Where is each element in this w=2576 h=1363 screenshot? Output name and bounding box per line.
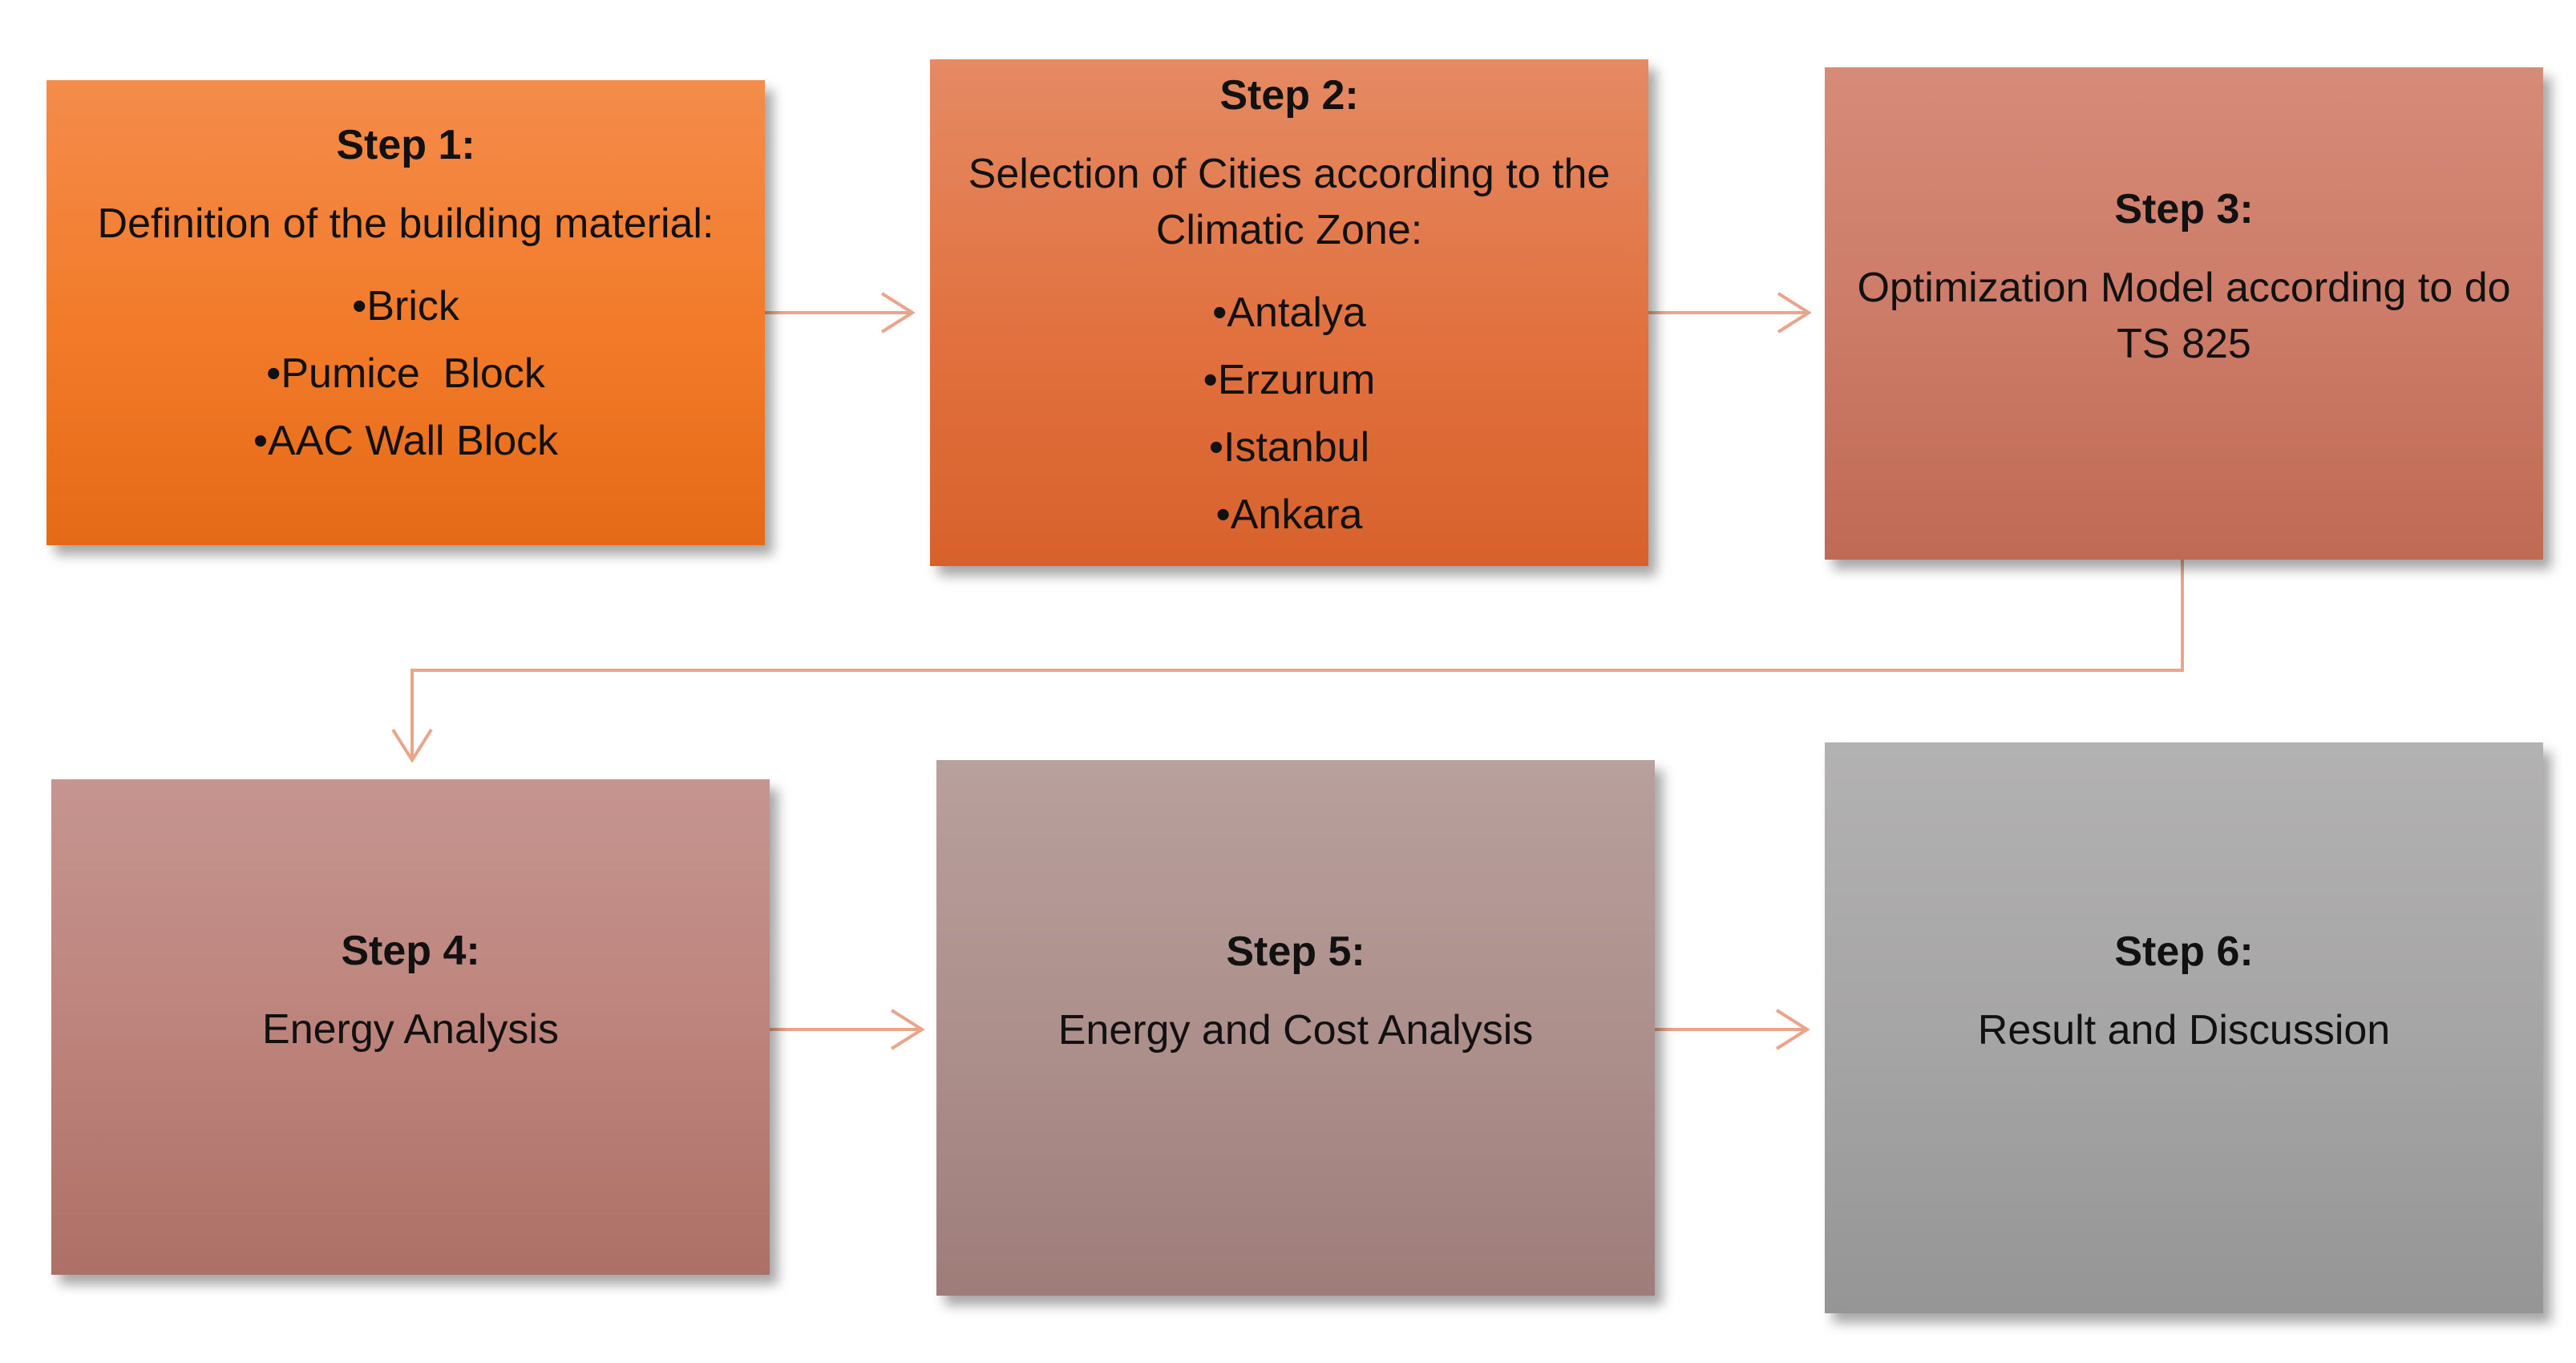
arrowhead-step6 bbox=[1775, 1009, 1810, 1050]
step-6-description: Result and Discussion bbox=[1977, 1007, 2391, 1054]
step-1-box: Step 1: Definition of the building mater… bbox=[47, 80, 765, 545]
arrowhead-step4 bbox=[391, 728, 433, 763]
step-1-title: Step 1: bbox=[336, 122, 475, 168]
step-1-materials-list: Brick Pumice Block AAC Wall Block bbox=[253, 273, 558, 475]
list-item: AAC Wall Block bbox=[253, 407, 558, 475]
list-item: Brick bbox=[253, 273, 558, 340]
step-3-box: Step 3: Optimization Model according to … bbox=[1825, 67, 2543, 560]
arrowhead-step2 bbox=[880, 292, 916, 334]
step-2-title: Step 2: bbox=[1219, 72, 1359, 119]
step-2-cities-list: Antalya Erzurum Istanbul Ankara bbox=[1203, 279, 1376, 548]
step-3-title: Step 3: bbox=[2114, 186, 2254, 233]
step-4-title: Step 4: bbox=[341, 928, 480, 974]
arrowhead-step3 bbox=[1777, 292, 1812, 334]
list-item: Ankara bbox=[1203, 481, 1376, 548]
step-5-title: Step 5: bbox=[1226, 928, 1365, 975]
list-item: Pumice Block bbox=[253, 340, 558, 407]
list-item-text: Erzurum bbox=[1217, 357, 1376, 403]
step-6-box: Step 6: Result and Discussion bbox=[1825, 742, 2543, 1313]
list-item: Istanbul bbox=[1203, 414, 1376, 481]
step-3-description: Optimization Model according to do TS 82… bbox=[1857, 265, 2511, 367]
arrowhead-step5 bbox=[890, 1009, 925, 1050]
list-item-text: Istanbul bbox=[1223, 424, 1370, 471]
step-2-description: Selection of Cities according to the Cli… bbox=[968, 151, 1611, 253]
step-2-box: Step 2: Selection of Cities according to… bbox=[930, 59, 1648, 566]
step-4-box: Step 4: Energy Analysis bbox=[51, 779, 770, 1275]
step-5-description: Energy and Cost Analysis bbox=[1057, 1007, 1534, 1054]
list-item-text: Ankara bbox=[1230, 491, 1363, 538]
step-4-description: Energy Analysis bbox=[262, 1006, 559, 1053]
connector-step3-step4 bbox=[410, 560, 2184, 760]
step-6-title: Step 6: bbox=[2114, 928, 2254, 975]
list-item-text: AAC Wall Block bbox=[268, 418, 559, 464]
list-item-text: Antalya bbox=[1227, 289, 1366, 336]
step-5-box: Step 5: Energy and Cost Analysis bbox=[936, 760, 1655, 1296]
list-item-text: Brick bbox=[366, 283, 459, 330]
list-item-text: Pumice Block bbox=[281, 350, 545, 397]
list-item: Antalya bbox=[1203, 279, 1376, 346]
step-1-description: Definition of the building material: bbox=[97, 200, 714, 247]
list-item: Erzurum bbox=[1203, 346, 1376, 414]
